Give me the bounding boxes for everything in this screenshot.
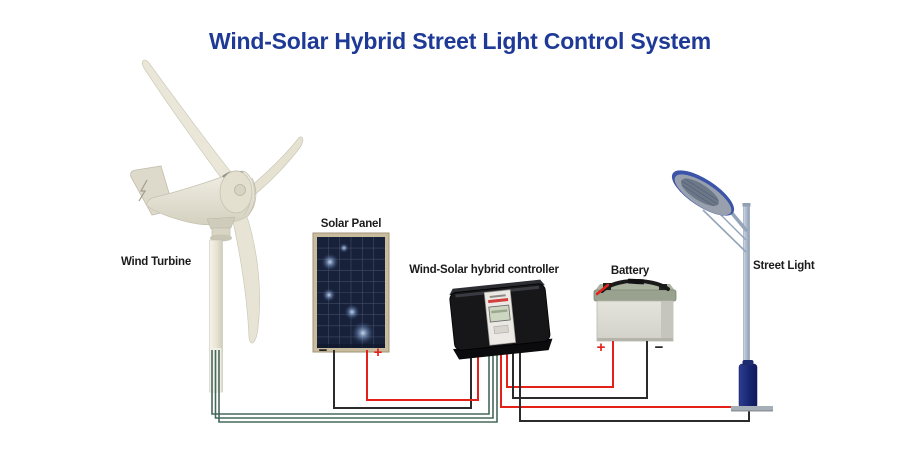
wire-solar-negative (333, 347, 472, 409)
controller-lcd-text (491, 309, 508, 314)
turbine-blade-right (243, 136, 304, 198)
solar-panel-grid (317, 237, 385, 348)
wire-streetlight-positive (500, 347, 740, 408)
battery-negative-mark: − (654, 339, 664, 356)
battery-lid (593, 289, 677, 302)
nacelle-shading-line (248, 177, 257, 215)
wind-turbine-illustration (130, 59, 304, 393)
wire-turbine-phase-2 (214, 348, 494, 419)
streetlight-ground-shadow (731, 410, 773, 412)
battery-bottom-edge (597, 338, 673, 341)
wire-streetlight-negative (519, 347, 750, 422)
street-light-illustration (671, 170, 773, 412)
solar-panel-reflections (321, 243, 375, 345)
wire-turbine-phase-3 (218, 348, 498, 423)
turbine-fin-bolt-mark (138, 179, 148, 202)
solar-positive-mark: + (373, 344, 383, 361)
controller-lcd (488, 304, 511, 323)
turbine-blade-lower (228, 197, 260, 344)
wire-battery-positive (506, 341, 614, 388)
streetlight-base-cap (742, 360, 754, 365)
streetlight-lamp-head (671, 170, 735, 216)
battery-cable-connector (627, 278, 645, 285)
turbine-nose-cone (234, 184, 246, 196)
controller-brand-text (488, 298, 509, 304)
wire-turbine-phase-1 (211, 348, 490, 415)
controller-buttons (493, 324, 509, 334)
wire-battery-negative (512, 341, 648, 399)
wire-solar-positive (366, 347, 479, 401)
turbine-yoke (206, 216, 236, 230)
street-light-label: Street Light (753, 260, 815, 272)
controller-bottom-lip (452, 338, 553, 360)
streetlight-brace-1 (702, 209, 747, 253)
turbine-blade-upper (142, 59, 239, 187)
streetlight-pole-cap (742, 203, 751, 207)
solar-panel-label: Solar Panel (320, 218, 382, 230)
controller-brand-line (489, 294, 506, 298)
controller-label: Wind-Solar hybrid controller (409, 264, 559, 276)
streetlight-base (738, 363, 758, 409)
battery-illustration (593, 278, 677, 342)
solar-panel-illustration (312, 232, 390, 353)
battery-positive-mark: + (596, 339, 606, 356)
solar-negative-mark: − (318, 342, 328, 359)
wind-turbine-label: Wind Turbine (120, 256, 192, 268)
controller-illustration (449, 279, 553, 360)
battery-red-lead (595, 283, 610, 296)
solar-panel-bottom-shadow (317, 344, 385, 348)
page-title: Wind-Solar Hybrid Street Light Control S… (209, 28, 711, 54)
battery-label: Battery (610, 265, 650, 277)
streetlight-ground-plate (731, 406, 773, 410)
wiring (211, 341, 750, 423)
battery-body-shade (661, 301, 673, 341)
